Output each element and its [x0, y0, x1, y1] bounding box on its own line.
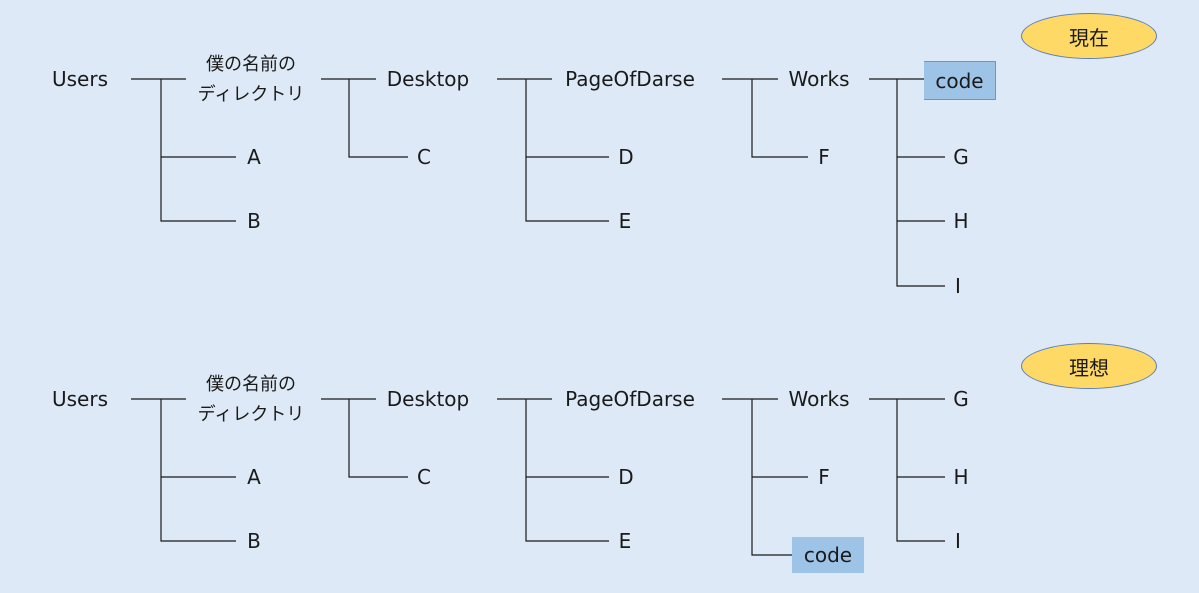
node-b: B	[247, 529, 261, 553]
node-works: Works	[788, 67, 850, 91]
connector-works-h	[896, 157, 945, 222]
node-g: G	[953, 387, 969, 411]
connector-page-e	[525, 157, 609, 222]
node-users: Users	[51, 67, 109, 91]
node-e: E	[618, 529, 632, 553]
node-c: C	[417, 145, 431, 169]
node-f: F	[818, 145, 830, 169]
node-code-highlighted: code	[792, 537, 864, 573]
node-f: F	[818, 465, 830, 489]
node-users: Users	[51, 387, 109, 411]
node-my-directory-line2: ディレクトリ	[197, 404, 305, 425]
connector-works-i	[896, 221, 945, 287]
connector-mydir-c	[348, 79, 408, 158]
badge-current: 現在	[1021, 13, 1157, 59]
node-page-of-darse: PageOfDarse	[565, 67, 695, 91]
connector-works-f	[751, 79, 808, 158]
node-desktop: Desktop	[386, 387, 470, 411]
node-i: I	[955, 274, 961, 298]
connector-works-code	[751, 477, 792, 556]
connector-works-h	[896, 399, 945, 478]
node-c: C	[417, 465, 431, 489]
node-code-highlighted: code	[924, 61, 996, 100]
node-a: A	[247, 465, 261, 489]
node-b: B	[247, 209, 261, 233]
node-my-directory-line1: 僕の名前の	[206, 374, 296, 395]
node-desktop: Desktop	[386, 67, 470, 91]
node-i: I	[955, 529, 961, 553]
connector-mydir-c	[348, 399, 408, 478]
node-page-of-darse: PageOfDarse	[565, 387, 695, 411]
connector-page-e	[525, 477, 609, 542]
node-my-directory-line2: ディレクトリ	[197, 84, 305, 105]
node-my-directory: 僕の名前の ディレクトリ	[198, 50, 305, 110]
node-g: G	[953, 145, 969, 169]
node-my-directory-line1: 僕の名前の	[206, 54, 296, 75]
connector-users-b	[160, 157, 236, 222]
connector-users-b	[160, 477, 236, 542]
node-works: Works	[788, 387, 850, 411]
node-h: H	[953, 465, 969, 489]
node-d: D	[618, 145, 634, 169]
node-my-directory: 僕の名前の ディレクトリ	[198, 370, 305, 430]
node-a: A	[247, 145, 261, 169]
connector-works-i	[896, 477, 945, 542]
node-h: H	[953, 209, 969, 233]
node-e: E	[618, 209, 632, 233]
node-d: D	[618, 465, 634, 489]
badge-ideal: 理想	[1021, 343, 1157, 389]
